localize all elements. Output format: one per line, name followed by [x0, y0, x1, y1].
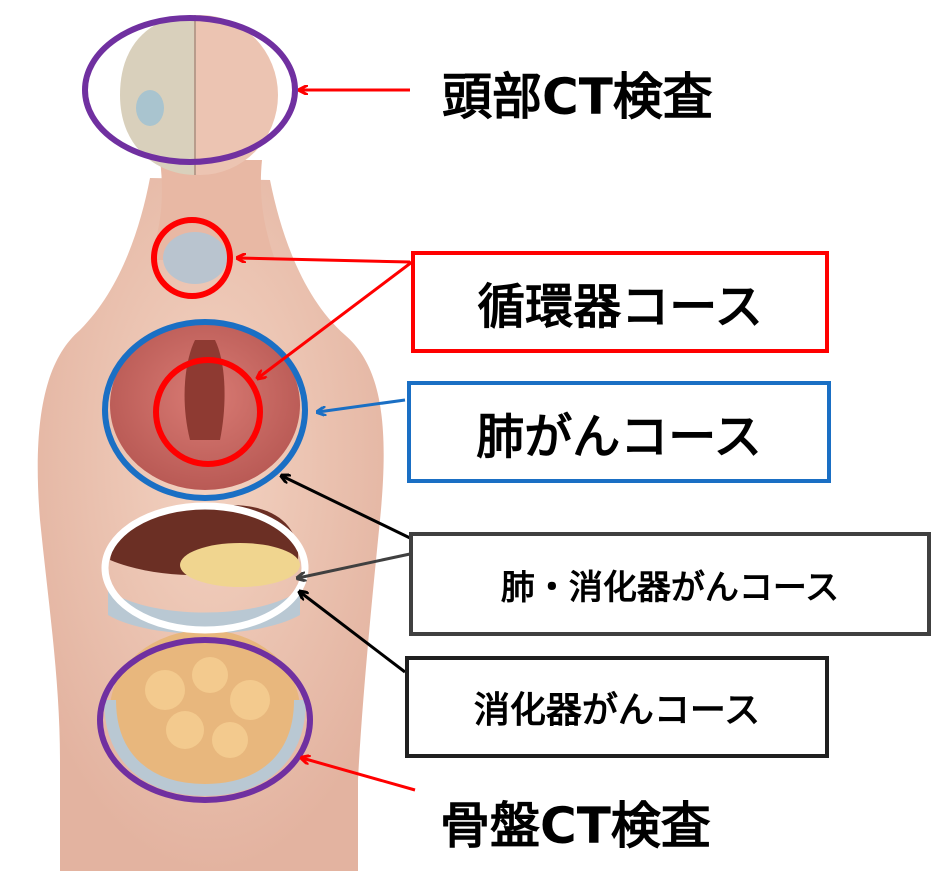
label-lung-digestive-course: 肺・消化器がんコース [409, 532, 931, 636]
upper-abdomen-ring [101, 502, 309, 634]
arrow-lung-digestive-lung [282, 476, 411, 540]
label-circulatory-course: 循環器コース [411, 251, 829, 353]
lung-ring [102, 319, 308, 501]
arrow-lung-digestive-abdomen [298, 552, 411, 578]
label-head-ct: 頭部CT検査 [442, 68, 713, 126]
head-ring [82, 15, 298, 165]
torso-model [37, 15, 384, 871]
arrow-pelvic-ct [302, 758, 416, 792]
arrow-circulatory-heart [258, 260, 413, 378]
thyroid-ring [151, 217, 233, 299]
pelvis-ring [97, 637, 313, 803]
label-lung-cancer-course: 肺がんコース [407, 381, 831, 483]
arrow-lung-cancer [318, 398, 406, 412]
arrow-circulatory-thyroid [238, 258, 411, 264]
heart-ring [153, 357, 263, 467]
label-digestive-cancer-course: 消化器がんコース [405, 656, 829, 758]
label-pelvic-ct: 骨盤CT検査 [440, 797, 711, 855]
arrow-digestive-cancer [300, 592, 406, 674]
